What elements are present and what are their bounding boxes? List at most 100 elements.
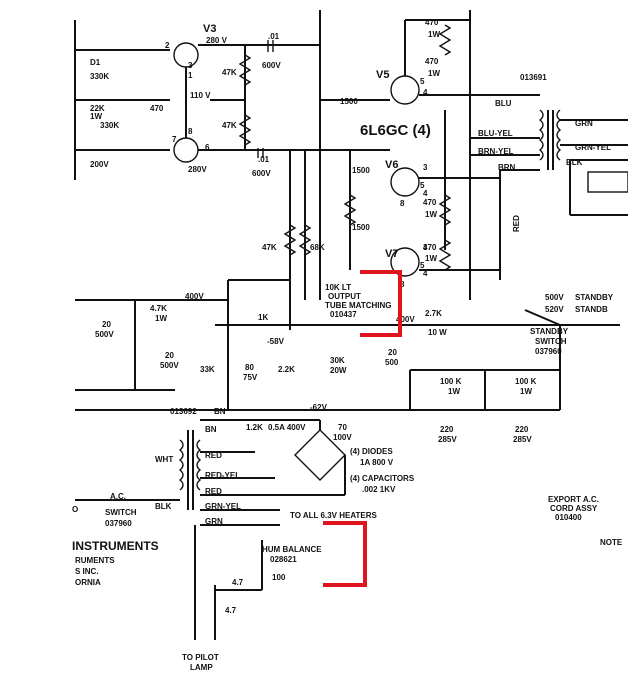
export-label-3: 010400	[555, 513, 582, 522]
voltage-400: 400V	[185, 292, 204, 301]
highlight-bracket-bottom	[323, 521, 367, 587]
v3-section: V3 280 V 110 V 280V 47K 47K .01 600V .01…	[74, 10, 321, 300]
pin-4a: 4	[423, 88, 428, 97]
cap-100v-label: 100V	[333, 433, 352, 442]
wire-wht: WHT	[155, 455, 173, 464]
wire-grn-yel2: GRN-YEL	[205, 502, 241, 511]
r100k-a-label: 100 K	[440, 377, 462, 386]
wire-bn: BN	[214, 407, 226, 416]
r470-d-zigzag	[438, 239, 452, 271]
wire-red-a: RED	[205, 451, 222, 460]
r1500-a-label: 1500	[340, 97, 358, 106]
standby-switch-label-2: SWITCH	[535, 337, 567, 346]
export-label-1: EXPORT A.C.	[548, 495, 599, 504]
r47k-a-label: 47K	[222, 68, 237, 77]
otx-label: 013691	[520, 73, 547, 82]
v6-tube	[390, 167, 420, 197]
pilot-label-1: TO PILOT	[182, 653, 219, 662]
wire-red-yel: RED-YEL	[205, 471, 240, 480]
cap-01-label: .01	[268, 32, 280, 41]
r20w-label: 20W	[330, 366, 347, 375]
ac-switch-label-3: 037960	[105, 519, 132, 528]
r1500-c-label: 1500	[352, 223, 370, 232]
cap-500v-a-label: 500V	[95, 330, 114, 339]
wire-blu-yel: BLU-YEL	[478, 129, 513, 138]
r470-c-label: 470	[423, 198, 437, 207]
voltage-520: 520V	[545, 305, 564, 314]
pin-5c: 5	[420, 261, 425, 270]
r47k-c-zigzag	[283, 224, 297, 256]
standby-label-2: STANDB	[575, 305, 608, 314]
wire-red: RED	[512, 215, 521, 232]
otx-primary	[538, 109, 544, 161]
cap-220b-label: 220	[515, 425, 529, 434]
r1-2k-label: 1.2K	[246, 423, 263, 432]
cap-500c-label: 500	[385, 358, 399, 367]
r47k-a-zigzag	[238, 54, 252, 86]
r470-e-label: 470	[150, 104, 164, 113]
hum-label-2: 028621	[270, 555, 297, 564]
pin-8c: 8	[400, 280, 405, 289]
r470-c-zigzag	[438, 194, 452, 226]
wire-blk: BLK	[566, 158, 583, 167]
r4-7k-label: 4.7K	[150, 304, 167, 313]
ptx-label: 013692	[170, 407, 197, 416]
r2-7k-label: 2.7K	[425, 309, 442, 318]
cap-600v-a-label: 600V	[262, 61, 281, 70]
pin-3: 3	[188, 61, 193, 70]
cap-285v-a-label: 285V	[438, 435, 457, 444]
ptx-primary	[178, 439, 184, 491]
cap-500v-b-label: 500V	[160, 361, 179, 370]
r33k-label: 33K	[200, 365, 215, 374]
r4-7-b-label: 4.7	[225, 606, 237, 615]
r330k-a-label: 330K	[90, 72, 109, 81]
r1w-d-label: 1W	[425, 254, 437, 263]
company-line-1: INSTRUMENTS	[72, 539, 159, 553]
pin-6: 6	[205, 143, 210, 152]
ac-switch-label-1: A.C.	[110, 492, 126, 501]
r1w-f-label: 1W	[155, 314, 167, 323]
capacitors-label-2: .002 1KV	[362, 485, 396, 494]
r470-b-label: 470	[425, 57, 439, 66]
r1w-h-label: 1W	[520, 387, 532, 396]
r330k-b-label: 330K	[100, 121, 119, 130]
pin-3b: 3	[423, 163, 428, 172]
r68k-label: 68K	[310, 243, 325, 252]
r4-7-a-label: 4.7	[232, 578, 244, 587]
output-transformer: 013691 BLU BLU-YEL BRN-YEL BRN GRN GRN-Y…	[470, 73, 628, 232]
r100-label: 100	[272, 573, 286, 582]
wire-blu: BLU	[495, 99, 512, 108]
output-label-1: 10K LT	[325, 283, 351, 292]
r1w-g-label: 1W	[448, 387, 460, 396]
pin-1: 1	[188, 71, 193, 80]
cap-70-label: 70	[338, 423, 347, 432]
r47k-b-zigzag	[238, 114, 252, 146]
v5-tube	[390, 75, 420, 105]
company-line-2: RUMENTS	[75, 556, 115, 565]
cap-220a-label: 220	[440, 425, 454, 434]
voltage-110: 110 V	[190, 91, 211, 100]
wire-grn: GRN	[575, 119, 593, 128]
cap-20a-label: 20	[102, 320, 111, 329]
r47k-b-label: 47K	[222, 121, 237, 130]
pin-5b: 5	[420, 181, 425, 190]
ac-switch-label-2: SWITCH	[105, 508, 137, 517]
diode-bridge	[294, 429, 346, 481]
r30k-label: 30K	[330, 356, 345, 365]
standby-label-1: STANDBY	[575, 293, 614, 302]
voltage-neg62: -62V	[310, 403, 328, 412]
pin-4c: 4	[423, 269, 428, 278]
voltage-280b: 280V	[188, 165, 207, 174]
diodes-label-2: 1A 800 V	[360, 458, 394, 467]
company-line-3: S INC.	[75, 567, 99, 576]
filter-section: 500V 520V STANDBY STANDB STANDBY SWITCH …	[409, 293, 614, 444]
r22k-label: 22K	[90, 104, 105, 113]
r68k-zigzag	[298, 224, 312, 256]
r1500-c-zigzag	[343, 194, 357, 226]
r2-2k-label: 2.2K	[278, 365, 295, 374]
pin-8: 8	[188, 127, 193, 136]
wire-bn2: BN	[205, 425, 217, 434]
wire-red-b: RED	[205, 487, 222, 496]
wire-grn2: GRN	[205, 517, 223, 526]
company-block: INSTRUMENTS RUMENTS S INC. ORNIA O	[72, 505, 159, 587]
